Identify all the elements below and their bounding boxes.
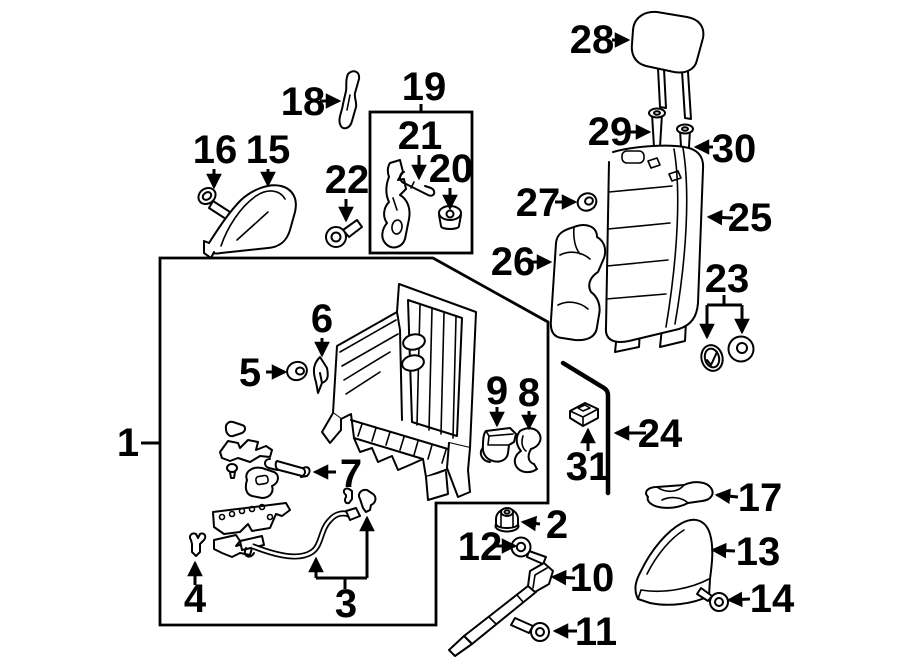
- callout-14: 14: [750, 577, 795, 621]
- part-21-spring-wire: [399, 171, 436, 197]
- part-22-bolt: [325, 219, 363, 248]
- part-7-spring: [264, 458, 311, 478]
- callout-15: 15: [246, 128, 291, 172]
- part-20-fastener: [438, 205, 462, 230]
- part-26-side-bolster: [549, 224, 607, 342]
- part-8-guide: [513, 427, 542, 474]
- callout-18: 18: [281, 80, 326, 124]
- callout-19: 19: [402, 65, 447, 109]
- part-25-seat-back: [604, 144, 705, 353]
- callout-28: 28: [570, 18, 615, 62]
- callout-7: 7: [340, 452, 362, 496]
- part-28-headrest: [630, 10, 705, 120]
- callout-9: 9: [486, 369, 508, 413]
- callout-13: 13: [736, 530, 781, 574]
- part-23-knobs: [700, 335, 755, 372]
- part-15-side-cover: [203, 184, 297, 259]
- part-29-headrest-guide: [648, 107, 666, 150]
- latch-hardware-drawing: [188, 356, 377, 560]
- part-3-cable: [239, 487, 377, 560]
- part-9-bracket: [479, 427, 517, 463]
- part-17-strip: [645, 481, 714, 509]
- part-10-rod: [448, 562, 554, 657]
- callout-2: 2: [546, 503, 568, 547]
- callout-23: 23: [705, 257, 750, 301]
- callout-24: 24: [638, 412, 683, 456]
- callout-25: 25: [728, 196, 773, 240]
- part-14-bolt: [696, 587, 729, 612]
- callout-12: 12: [458, 525, 503, 569]
- callout-26: 26: [491, 240, 536, 284]
- part-4-clip: [188, 532, 207, 557]
- callout-10: 10: [570, 556, 615, 600]
- callout-1: 1: [117, 421, 139, 465]
- callout-8: 8: [518, 371, 540, 415]
- part-18-strip: [338, 70, 361, 130]
- callout-16: 16: [193, 128, 238, 172]
- part-2-nut: [494, 507, 520, 533]
- callout-21: 21: [398, 114, 443, 158]
- callout-17: 17: [738, 476, 783, 520]
- part-6-clip: [312, 356, 329, 394]
- part-13-side-cover: [634, 518, 714, 606]
- seat-frame-drawing: [321, 283, 477, 501]
- callout-29: 29: [588, 110, 633, 154]
- callout-30: 30: [712, 127, 757, 171]
- part-5-grommet: [286, 360, 308, 382]
- part-24-trim-rod: [560, 360, 611, 496]
- callout-20: 20: [429, 147, 474, 191]
- callout-5: 5: [239, 351, 261, 395]
- part-11-bolt: [510, 617, 550, 642]
- part-31-clip: [569, 402, 599, 427]
- leader-lines: [141, 32, 751, 639]
- callout-labels: 1 2 3 4 5 6 7 8 9 10 11 12 13 14 15 16 1…: [117, 18, 795, 654]
- callout-27: 27: [516, 181, 561, 225]
- callout-6: 6: [311, 297, 333, 341]
- part-27-grommet: [576, 192, 598, 212]
- callout-4: 4: [184, 577, 207, 621]
- callout-31: 31: [566, 445, 611, 489]
- part-16-screw: [197, 186, 231, 220]
- part-12-bolt: [510, 536, 547, 565]
- callout-22: 22: [325, 158, 370, 202]
- callout-11: 11: [575, 610, 617, 654]
- callout-3: 3: [335, 582, 357, 626]
